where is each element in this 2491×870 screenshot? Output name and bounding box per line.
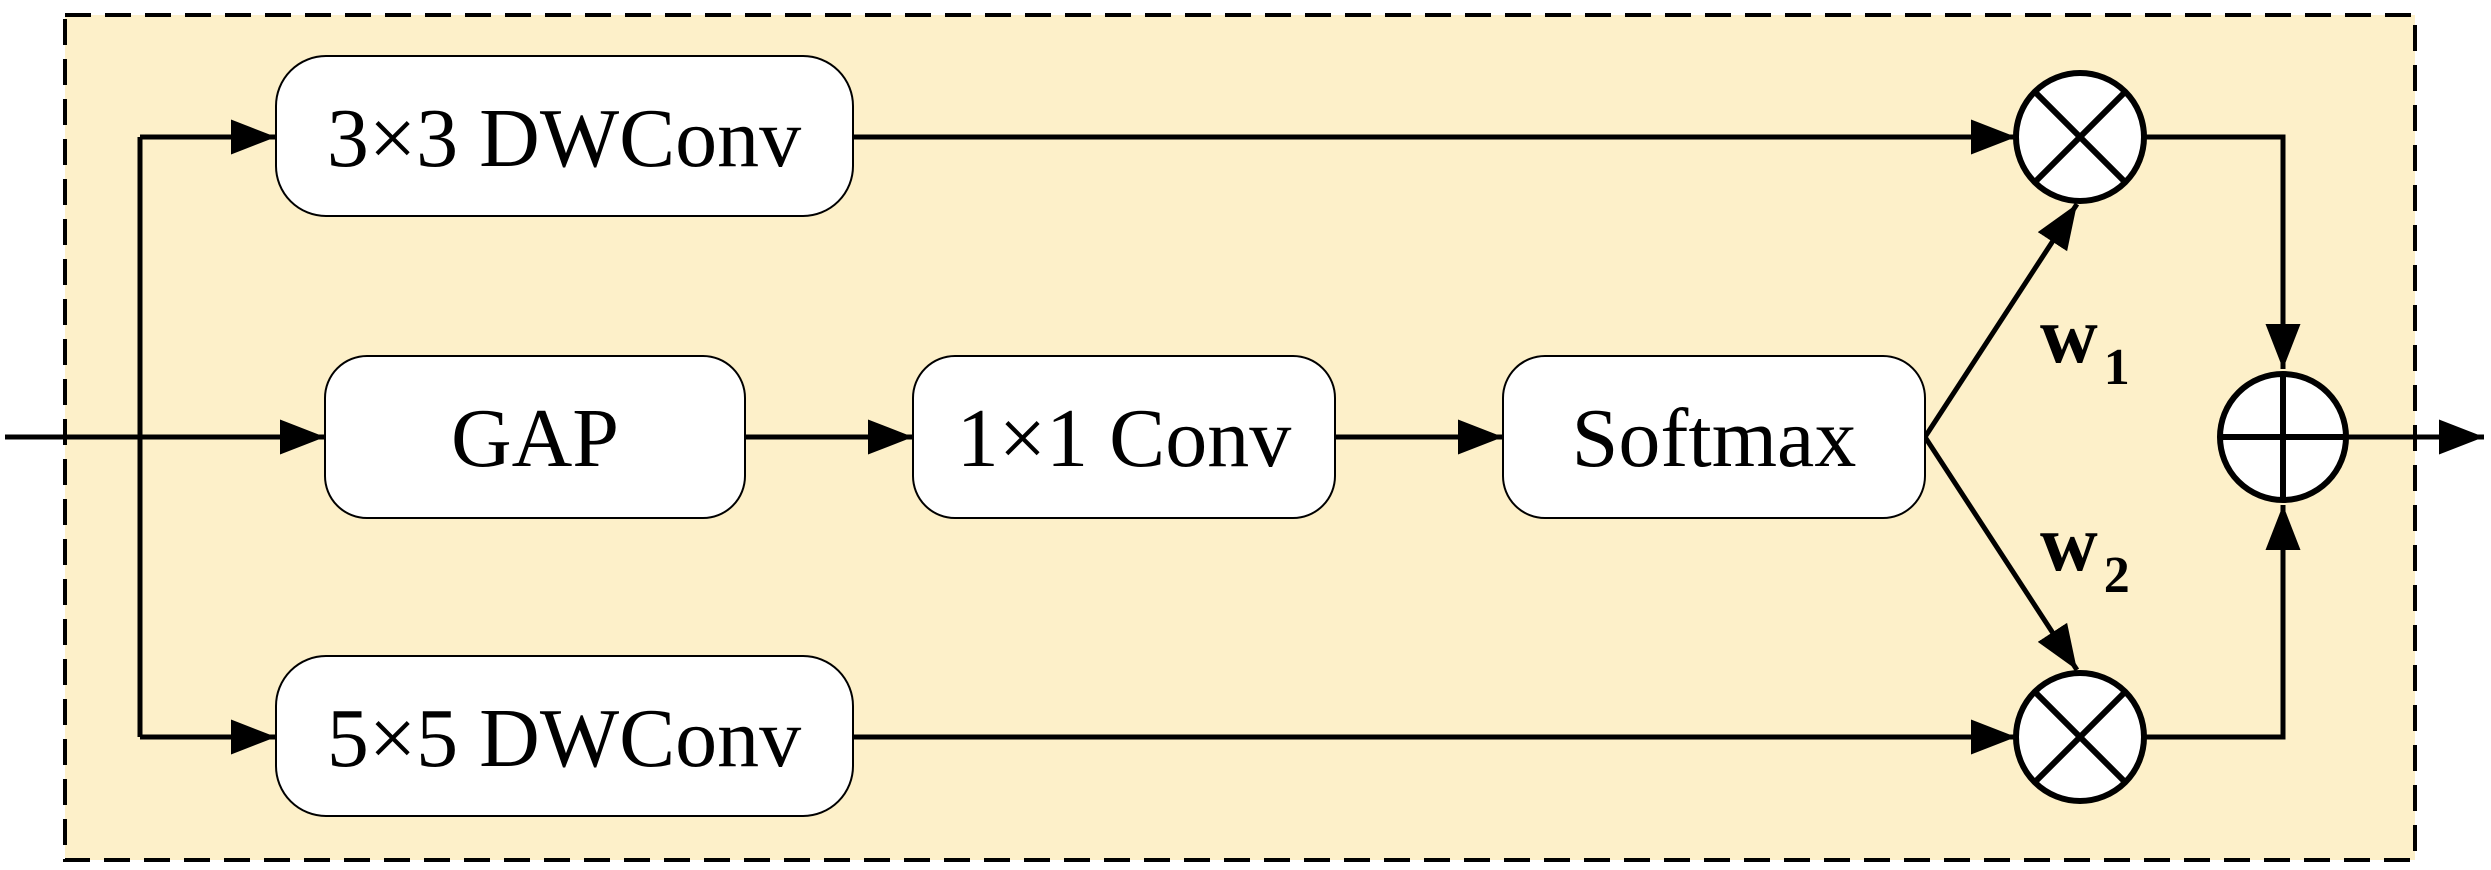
gap-label: GAP [451,392,619,485]
arrow-weight-1 [1922,202,2080,439]
dwconv3-label: 3×3 DWConv [327,92,801,185]
gap-block: GAP [324,355,746,519]
arrow-multiply-bottom-to-add [2145,505,2301,740]
softmax-block: Softmax [1502,355,1926,519]
dwconv3-block: 3×3 DWConv [275,55,854,217]
multiply-icon [2013,70,2147,204]
arrow-weight-2 [1922,435,2080,672]
conv1-label: 1×1 Conv [957,392,1291,485]
arrow-multiply-top-to-add [2145,134,2301,369]
multiply-icon [2013,670,2147,804]
softmax-label: Softmax [1572,392,1857,485]
add-icon [2217,371,2349,503]
dwconv5-block: 5×5 DWConv [275,655,854,817]
dwconv5-label: 5×5 DWConv [327,692,801,785]
conv1-block: 1×1 Conv [912,355,1336,519]
